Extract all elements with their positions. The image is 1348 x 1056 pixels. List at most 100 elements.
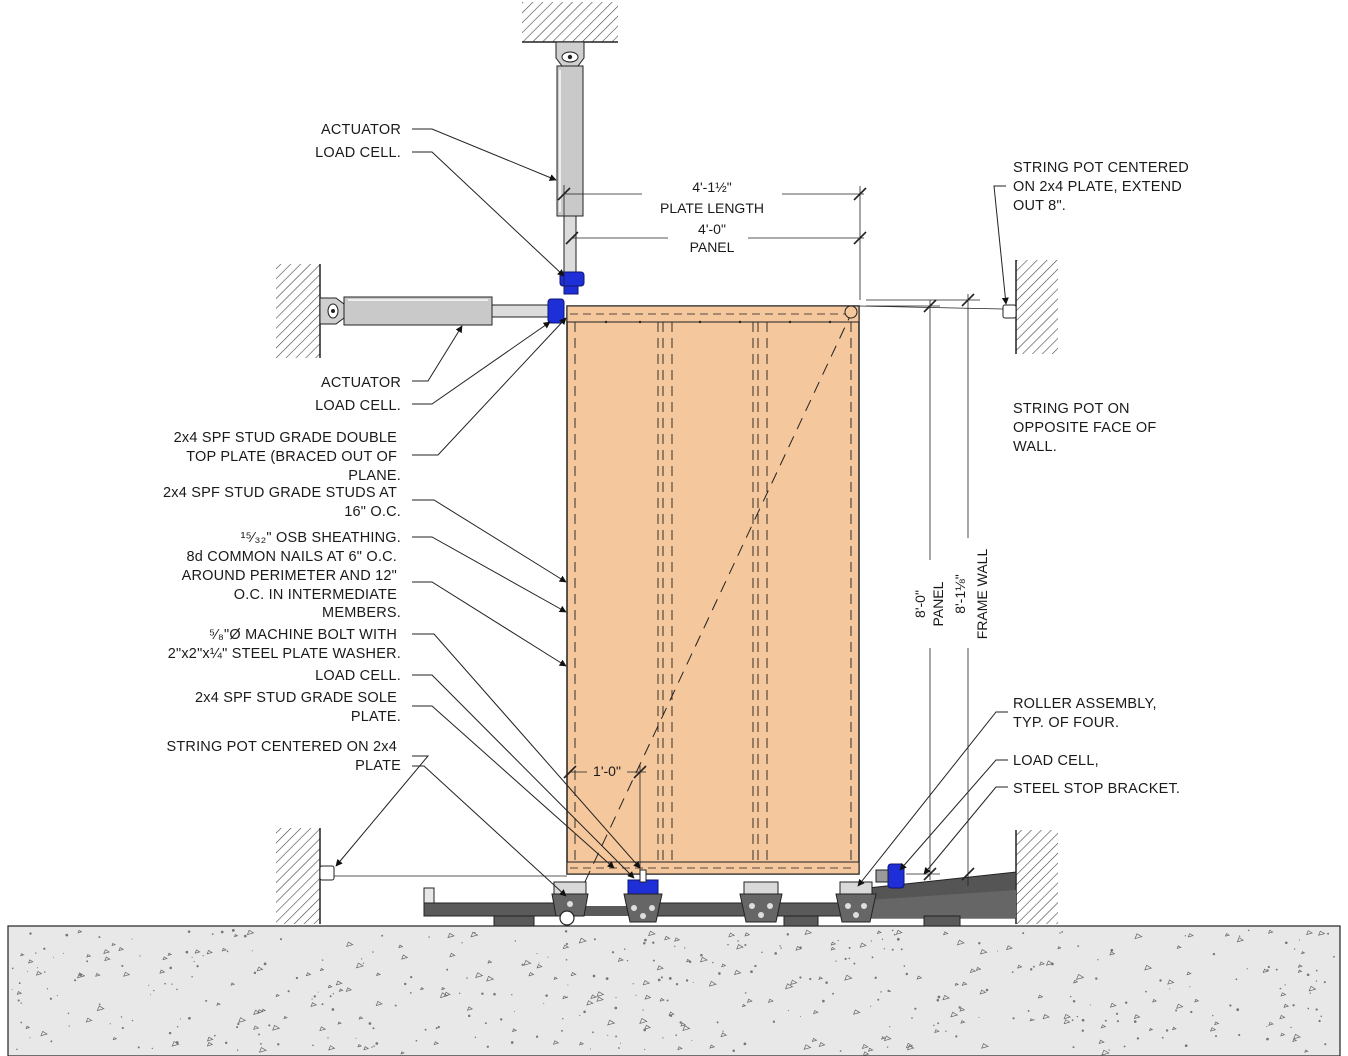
sand-speck [1212, 1014, 1214, 1017]
aggregate-speck [1268, 929, 1274, 934]
aggregate-speck [104, 956, 111, 962]
sand-speck [1069, 995, 1072, 998]
sand-speck [63, 952, 65, 955]
aggregate-speck [159, 969, 166, 974]
sand-speck [657, 978, 661, 982]
sand-speck [139, 955, 141, 957]
aggregate-speck [644, 994, 652, 1000]
aggregate-speck [1152, 998, 1158, 1003]
aggregate-speck [1300, 951, 1306, 955]
sand-speck [313, 995, 317, 998]
sand-speck [874, 976, 877, 979]
sand-speck [685, 979, 689, 982]
sand-speck [535, 1035, 539, 1038]
sand-speck [1061, 931, 1064, 933]
sand-speck [635, 994, 637, 996]
sand-speck [737, 940, 739, 942]
sand-speck [692, 981, 694, 984]
sand-speck [750, 970, 753, 974]
sand-speck [615, 996, 617, 999]
sand-speck [1309, 992, 1311, 994]
aggregate-speck [358, 1016, 364, 1020]
sand-speck [466, 977, 468, 979]
sand-speck [428, 936, 430, 938]
aggregate-speck [1006, 945, 1013, 951]
sand-speck [850, 977, 852, 979]
sand-speck [394, 1004, 397, 1007]
sand-speck [893, 933, 896, 936]
diagonal-string-pot [844, 305, 858, 319]
sand-speck [1290, 1026, 1292, 1029]
aggregate-speck [328, 1045, 336, 1051]
aggregate-speck [1039, 961, 1045, 966]
aggregate-speck [433, 1041, 440, 1046]
aggregate-speck [1016, 964, 1023, 969]
sand-speck [74, 979, 77, 982]
sand-speck [786, 933, 790, 936]
sand-speck [211, 933, 214, 936]
aggregate-speck [1280, 1032, 1286, 1037]
sand-speck [1293, 948, 1296, 950]
aggregate-speck [721, 963, 727, 968]
aggregate-speck [338, 988, 344, 992]
aggregate-speck [659, 997, 665, 1002]
label-osb-line1: ¹⁵⁄₃₂" OSB SHEATHING. [241, 530, 401, 546]
sand-speck [424, 1028, 427, 1031]
aggregate-speck [1037, 994, 1044, 999]
sand-speck [458, 992, 461, 995]
sand-speck [1275, 968, 1278, 971]
aggregate-speck [905, 1042, 914, 1049]
sand-speck [11, 967, 14, 970]
aggregate-speck [345, 987, 353, 992]
aggregate-speck [475, 972, 484, 979]
aggregate-speck [1171, 1026, 1177, 1031]
sand-speck [744, 992, 747, 994]
reaction-support-right-upper [1015, 260, 1058, 354]
aggregate-speck [744, 932, 751, 937]
aggregate-speck [1293, 1033, 1301, 1040]
sand-speck [1110, 948, 1114, 952]
sand-speck [1108, 1049, 1110, 1051]
sand-speck [889, 1025, 891, 1028]
sand-speck [561, 1029, 563, 1032]
aggregate-speck [942, 994, 950, 1001]
sand-speck [121, 1026, 124, 1030]
sand-speck [877, 998, 880, 1001]
sand-speck [329, 995, 332, 998]
sand-speck [632, 983, 634, 985]
aggregate-speck [257, 1009, 264, 1014]
aggregate-speck [319, 1026, 327, 1032]
aggregate-speck [867, 1047, 874, 1052]
sand-speck [1011, 971, 1014, 973]
label-studs-line1: 2x4 SPF STUD GRADE STUDS AT [163, 485, 397, 501]
aggregate-speck [1318, 930, 1326, 936]
aggregate-speck [1304, 1049, 1309, 1053]
sand-speck [1315, 980, 1318, 982]
aggregate-speck [876, 930, 882, 935]
roller-assembly [835, 881, 877, 923]
sand-speck [1115, 1012, 1119, 1015]
sand-speck [1284, 984, 1286, 986]
sand-speck [1077, 945, 1080, 947]
sand-speck [592, 1031, 594, 1034]
sand-speck [98, 936, 101, 939]
sand-speck [536, 953, 538, 955]
sand-speck [937, 995, 941, 999]
aggregate-speck [1101, 1049, 1110, 1056]
sand-speck [1165, 1029, 1169, 1032]
sand-speck [615, 1035, 618, 1038]
aggregate-speck [439, 992, 448, 999]
aggregate-speck [536, 964, 543, 969]
sand-speck [486, 1045, 489, 1048]
load-cell-right-bottom [875, 863, 905, 889]
aggregate-speck [221, 947, 227, 952]
wall-panel [566, 305, 860, 919]
concrete-ground [7, 925, 1341, 1056]
aggregate-speck [950, 1011, 959, 1018]
aggregate-speck [1176, 945, 1182, 949]
sand-speck [1124, 1001, 1128, 1004]
label-sole-plate-line1: 2x4 SPF STUD GRADE SOLE [195, 690, 397, 706]
sand-speck [263, 962, 267, 966]
aggregate-speck [1057, 946, 1062, 950]
load-cell-vertical [559, 271, 585, 295]
